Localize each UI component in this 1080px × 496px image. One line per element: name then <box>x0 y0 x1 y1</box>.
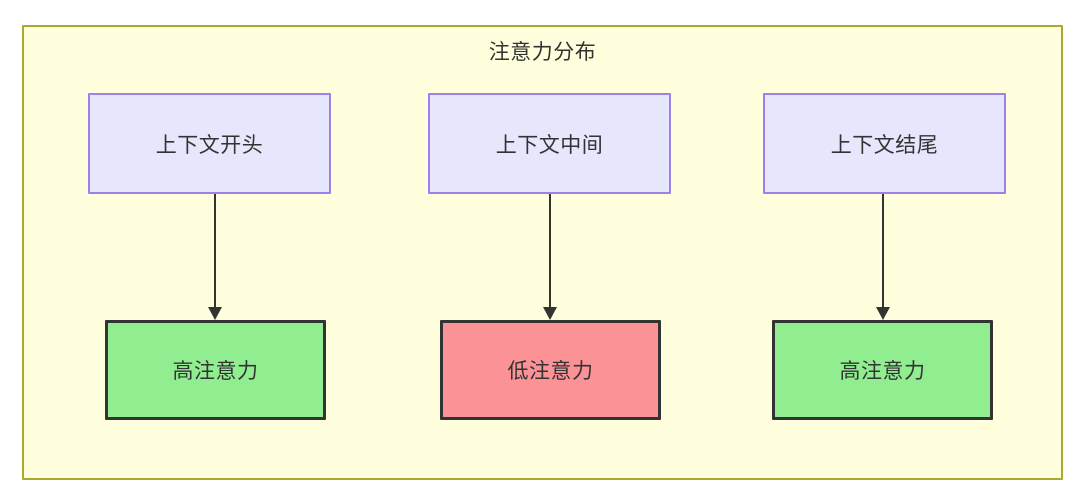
node-context-end-label: 上下文结尾 <box>830 133 939 157</box>
node-attention-start-label: 高注意力 <box>172 360 259 383</box>
arrowhead-icon <box>208 307 222 320</box>
node-context-end[interactable]: 上下文结尾 <box>763 93 1006 194</box>
node-context-middle[interactable]: 上下文中间 <box>428 93 671 194</box>
edge-context-end-to-attention-end <box>875 194 891 321</box>
node-context-start[interactable]: 上下文开头 <box>88 93 331 194</box>
node-attention-end[interactable]: 高注意力 <box>772 320 993 420</box>
node-context-middle-label: 上下文中间 <box>495 133 604 157</box>
edge-line <box>549 194 551 308</box>
edge-context-start-to-attention-start <box>207 194 223 321</box>
arrowhead-icon <box>543 307 557 320</box>
node-attention-start[interactable]: 高注意力 <box>105 320 326 420</box>
node-context-start-label: 上下文开头 <box>155 133 264 157</box>
arrowhead-icon <box>876 307 890 320</box>
node-attention-middle[interactable]: 低注意力 <box>440 320 661 420</box>
subgraph-title: 注意力分布 <box>488 41 597 64</box>
node-attention-middle-label: 低注意力 <box>507 360 594 383</box>
node-attention-end-label: 高注意力 <box>839 360 926 383</box>
edge-context-middle-to-attention-middle <box>542 194 558 321</box>
edge-line <box>882 194 884 308</box>
edge-line <box>214 194 216 308</box>
